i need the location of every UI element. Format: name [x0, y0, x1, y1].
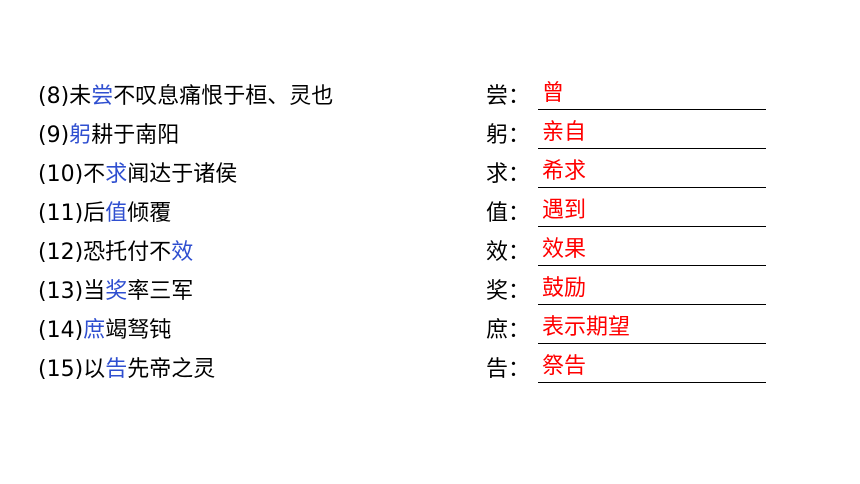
question-pre: 后	[83, 201, 106, 226]
question-text: (11)后值倾覆	[38, 199, 171, 229]
answer-label: 告：	[486, 357, 531, 382]
answer-text: 亲自	[542, 120, 587, 145]
answer-blank	[538, 148, 766, 149]
question-text: (13)当奖率三军	[38, 277, 193, 307]
question-text: (14)庶竭驽钝	[38, 316, 171, 346]
answer-text: 希求	[542, 159, 587, 184]
answer-text: 遇到	[542, 198, 587, 223]
answer-blank	[538, 226, 766, 227]
question-pre: 恐托付不	[83, 240, 172, 265]
question-pre: 不	[83, 162, 106, 187]
question-post: 倾覆	[127, 201, 172, 226]
answer-label: 庶：	[486, 318, 531, 343]
answer-label: 奖：	[486, 279, 531, 304]
question-number: (13)	[38, 279, 84, 304]
answer-text: 曾	[542, 81, 565, 106]
keyword: 躬	[69, 123, 92, 148]
keyword: 告	[105, 357, 128, 382]
answer-label: 躬：	[486, 123, 531, 148]
question-number: (15)	[38, 357, 84, 382]
answer-text: 效果	[542, 237, 587, 262]
question-row: (11)后值倾覆 值： 遇到	[38, 198, 798, 229]
answer-blank	[538, 187, 766, 188]
answer-blank	[538, 343, 766, 344]
keyword: 尝	[91, 84, 114, 109]
question-row: (15)以告先帝之灵 告： 祭告	[38, 354, 798, 385]
keyword: 庶	[83, 318, 106, 343]
question-row: (13)当奖率三军 奖： 鼓励	[38, 276, 798, 307]
question-number: (11)	[38, 201, 84, 226]
answer-text: 鼓励	[542, 276, 587, 301]
question-post: 闻达于诸侯	[127, 162, 238, 187]
keyword: 效	[171, 240, 194, 265]
question-row: (8)未尝不叹息痛恨于桓、灵也 尝： 曾	[38, 81, 798, 112]
question-post: 耕于南阳	[91, 123, 180, 148]
answer-label: 尝：	[486, 84, 531, 109]
question-row: (10)不求闻达于诸侯 求： 希求	[38, 159, 798, 190]
question-post: 竭驽钝	[105, 318, 172, 343]
answer-blank	[538, 265, 766, 266]
answer-text: 表示期望	[542, 315, 631, 340]
question-number: (8)	[38, 84, 70, 109]
answer-blank	[538, 304, 766, 305]
question-pre: 未	[69, 84, 92, 109]
question-text: (12)恐托付不效	[38, 238, 193, 268]
question-pre: 以	[83, 357, 106, 382]
question-post: 不叹息痛恨于桓、灵也	[113, 84, 334, 109]
question-post: 率三军	[127, 279, 194, 304]
answer-blank	[538, 109, 766, 110]
answer-label: 值：	[486, 201, 531, 226]
question-number: (9)	[38, 123, 70, 148]
answer-label: 效：	[486, 240, 531, 265]
question-pre: 当	[83, 279, 106, 304]
question-text: (9)躬耕于南阳	[38, 121, 179, 151]
question-row: (14)庶竭驽钝 庶： 表示期望	[38, 315, 798, 346]
question-number: (12)	[38, 240, 84, 265]
question-number: (10)	[38, 162, 84, 187]
answer-text: 祭告	[542, 354, 587, 379]
question-text: (15)以告先帝之灵	[38, 355, 215, 385]
question-text: (10)不求闻达于诸侯	[38, 160, 237, 190]
answer-label: 求：	[486, 162, 531, 187]
keyword: 值	[105, 201, 128, 226]
question-number: (14)	[38, 318, 84, 343]
question-text: (8)未尝不叹息痛恨于桓、灵也	[38, 82, 333, 112]
answer-blank	[538, 382, 766, 383]
question-row: (9)躬耕于南阳 躬： 亲自	[38, 120, 798, 151]
keyword: 求	[105, 162, 128, 187]
keyword: 奖	[105, 279, 128, 304]
question-row: (12)恐托付不效 效： 效果	[38, 237, 798, 268]
question-post: 先帝之灵	[127, 357, 216, 382]
